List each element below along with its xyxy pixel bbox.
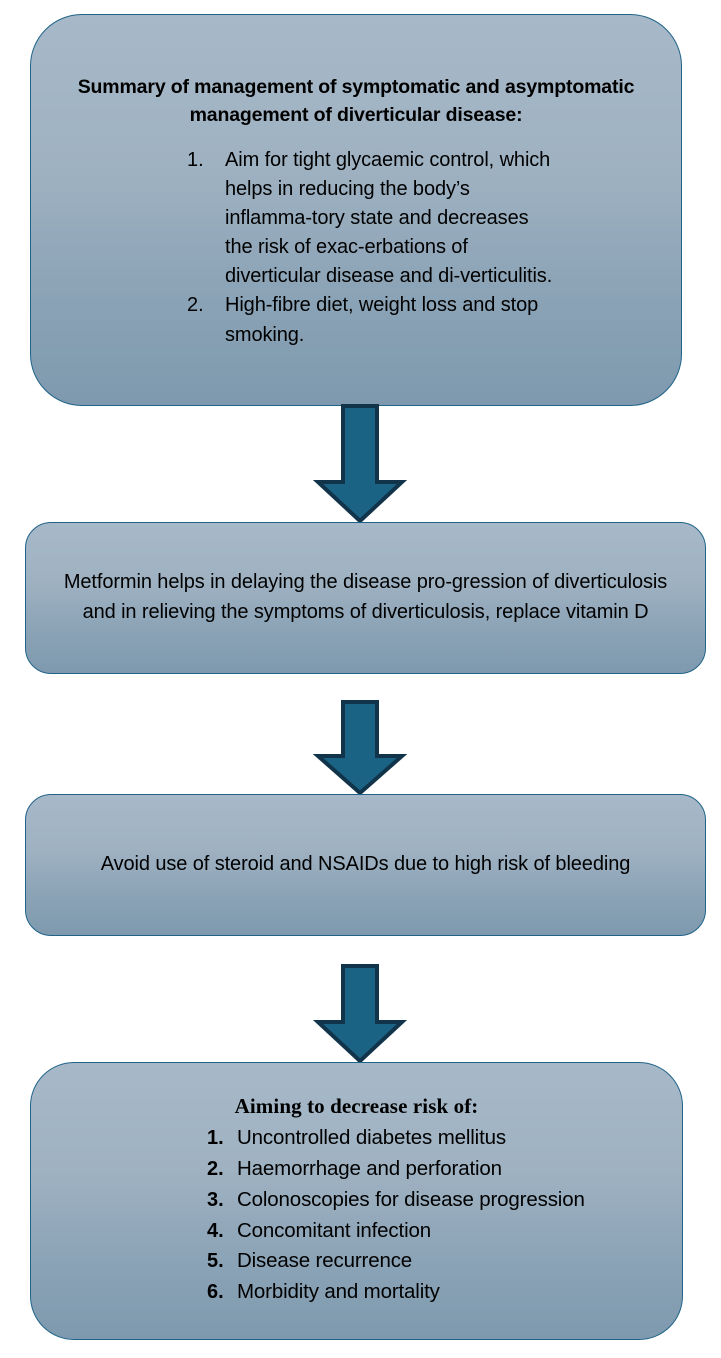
list-item-number: 3. [207,1188,224,1211]
list-item: 5. Disease recurrence [207,1246,652,1276]
list-item-number: 2. [187,294,204,317]
list-item: 6. Morbidity and mortality [207,1277,652,1307]
flow-node-summary: Summary of management of symptomatic and… [30,14,682,406]
list-item-number: 1. [187,148,204,171]
list-item-number: 2. [207,1158,224,1181]
list-item-text: Haemorrhage and perforation [237,1157,502,1181]
list-item-number: 1. [207,1127,224,1150]
list-item-number: 6. [207,1281,224,1304]
list-item-text: Aim for tight glycaemic control, which h… [225,148,553,288]
down-arrow-icon [310,404,410,524]
list-item-text: Morbidity and mortality [237,1280,440,1304]
node-2-body: Metformin helps in delaying the disease … [63,571,668,623]
node-1-title: Summary of management of symptomatic and… [77,76,635,126]
flow-node-avoid-steroid-nsaids: Avoid use of steroid and NSAIDs due to h… [25,794,706,936]
list-item: 3. Colonoscopies for disease progression [207,1185,652,1215]
list-item-text: High-fibre diet, weight loss and stop sm… [225,294,539,346]
list-item: 2. High-fibre diet, weight loss and stop… [187,291,655,349]
list-item: 2. Haemorrhage and perforation [207,1154,652,1184]
node-3-body: Avoid use of steroid and NSAIDs due to h… [100,853,631,876]
list-item: 1. Uncontrolled diabetes mellitus [207,1123,652,1153]
list-item-text: Concomitant infection [237,1218,431,1242]
node-4-title: Aiming to decrease risk of: [234,1094,479,1119]
flow-node-aims: Aiming to decrease risk of: 1. Uncontrol… [30,1062,683,1340]
list-item-number: 4. [207,1219,224,1242]
down-arrow-icon [310,700,410,796]
node-1-list: 1. Aim for tight glycaemic control, whic… [57,146,655,350]
list-item-text: Uncontrolled diabetes mellitus [237,1126,506,1150]
list-item: 1. Aim for tight glycaemic control, whic… [187,146,655,292]
node-4-list: 1. Uncontrolled diabetes mellitus 2. Hae… [61,1123,652,1307]
down-arrow-icon [310,964,410,1064]
list-item-text: Disease recurrence [237,1249,413,1273]
list-item: 4. Concomitant infection [207,1216,652,1246]
flow-node-metformin: Metformin helps in delaying the disease … [25,522,706,674]
list-item-text: Colonoscopies for disease progression [237,1187,585,1211]
list-item-number: 5. [207,1250,224,1273]
